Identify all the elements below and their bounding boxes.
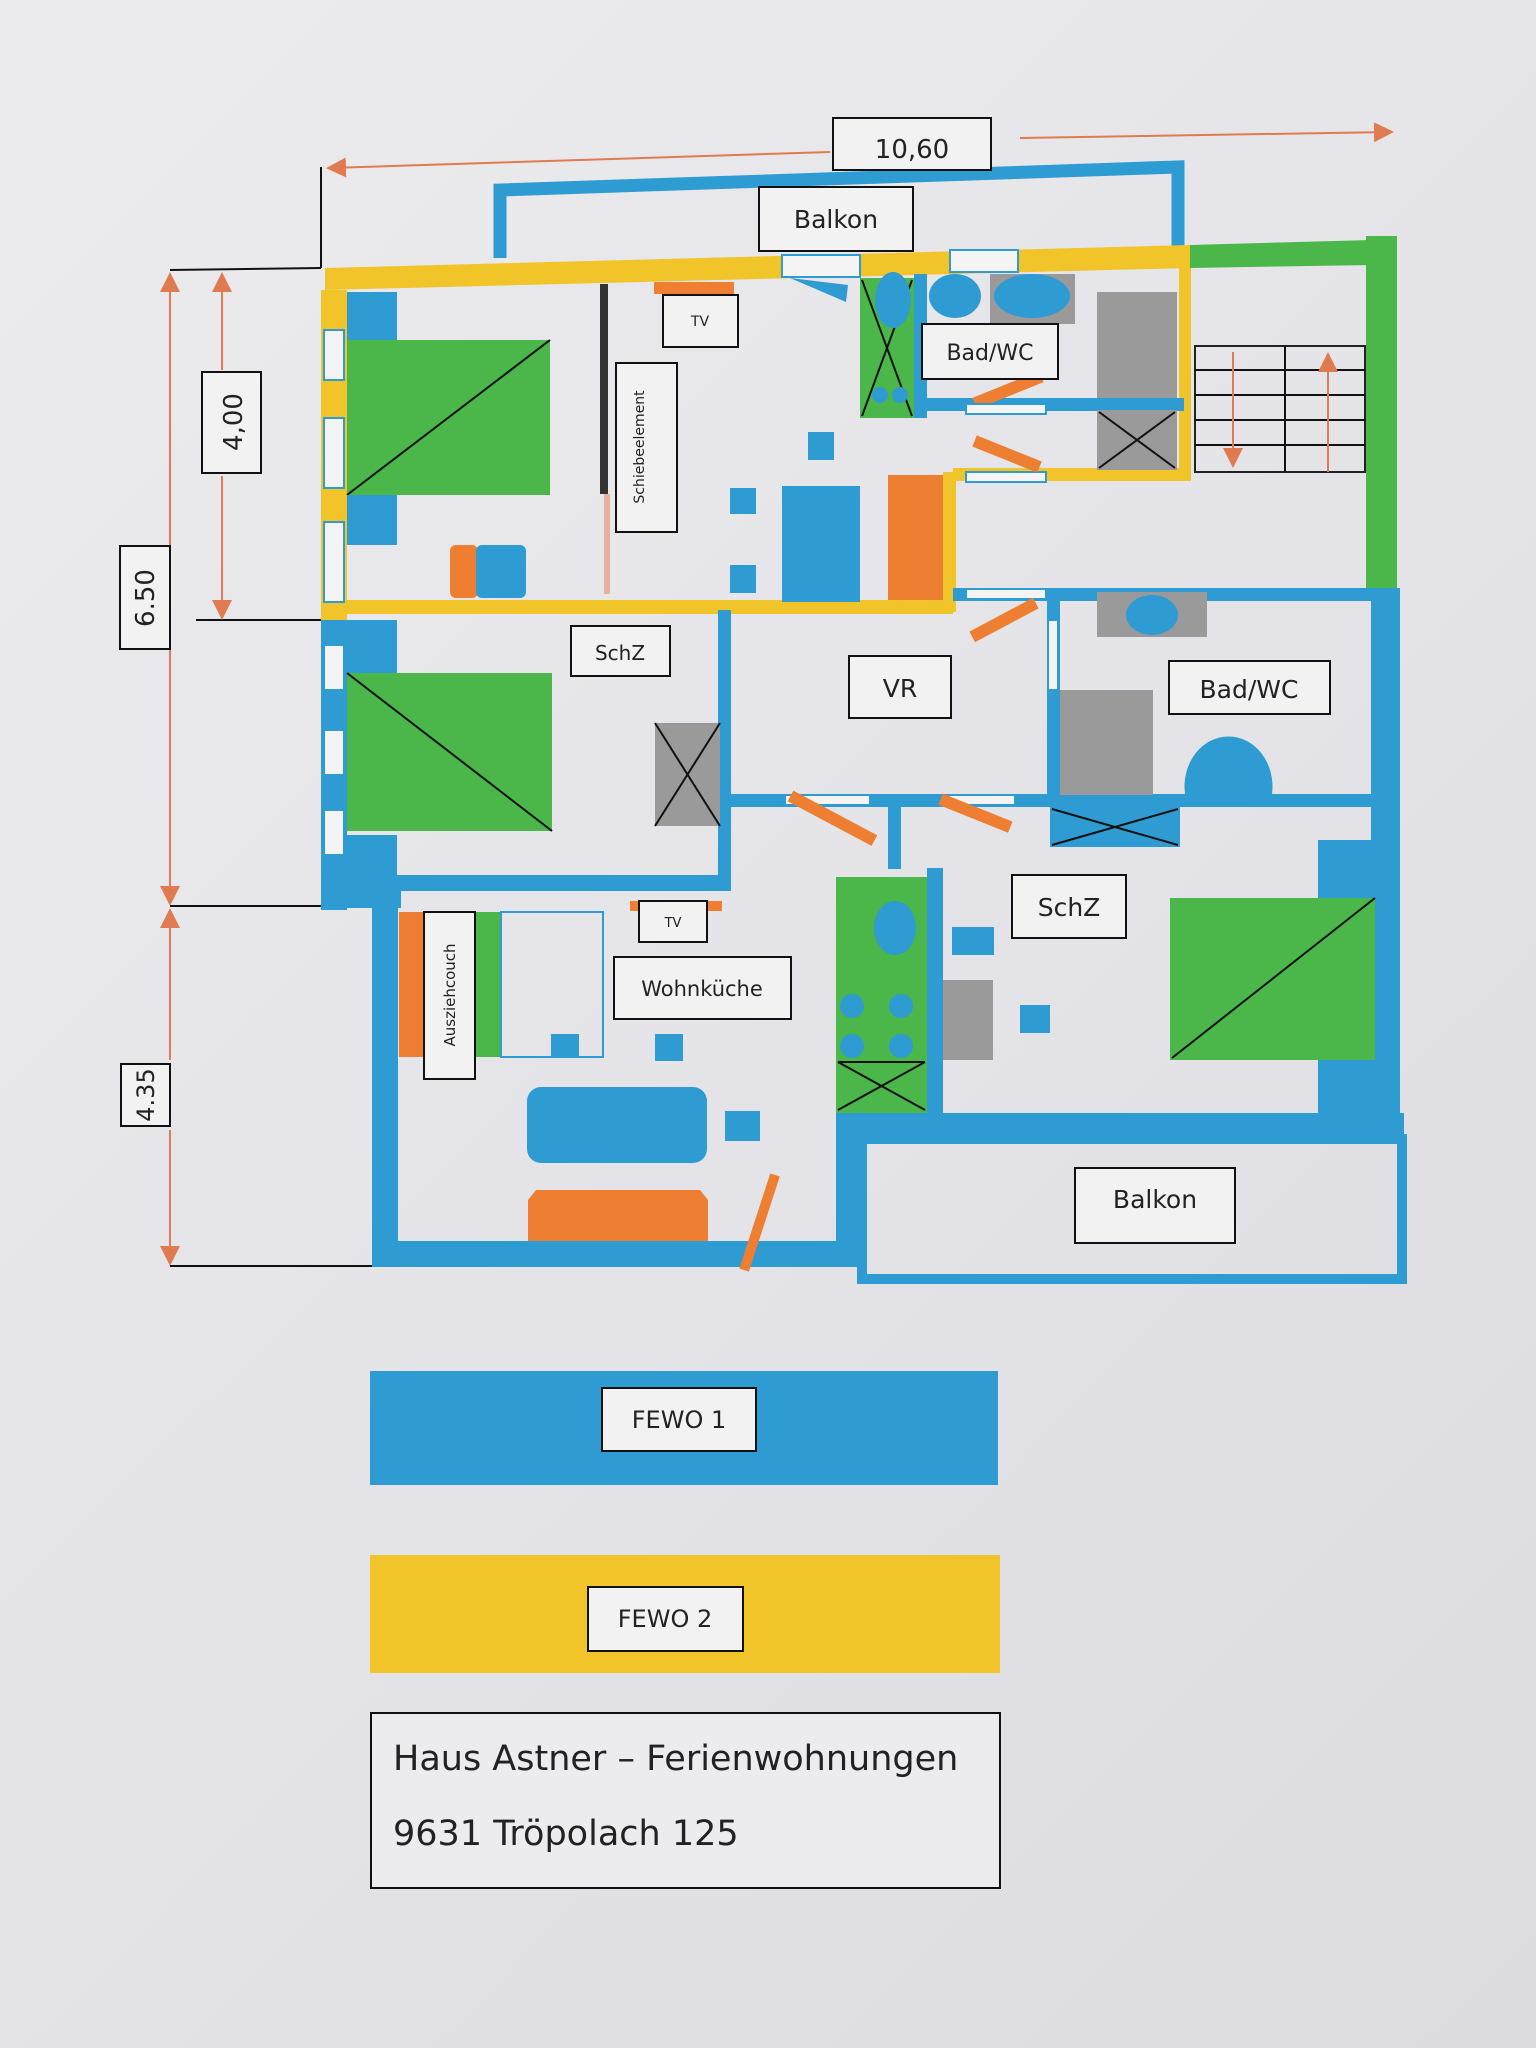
svg-text:FEWO 1: FEWO 1 [632, 1406, 727, 1434]
balcony-top-railing [493, 160, 1185, 258]
svg-text:TV: TV [690, 314, 710, 330]
room-label-tv-top: TV [662, 294, 739, 348]
legend-fewo-2: FEWO 2 [370, 1555, 1000, 1673]
room-label-balkon-bottom: Balkon [1074, 1167, 1236, 1244]
dimension-label-lower-height: 4.35 [120, 1063, 171, 1127]
lower-furniture [346, 592, 1376, 1272]
svg-text:FEWO 2: FEWO 2 [618, 1605, 713, 1633]
svg-text:4.35: 4.35 [132, 1068, 160, 1121]
staircase [1190, 236, 1397, 588]
svg-text:Wohnküche: Wohnküche [641, 977, 763, 1001]
legend-fewo-1: FEWO 1 [370, 1371, 998, 1485]
address-line-2: 9631 Tröpolach 125 [393, 1814, 739, 1854]
upper-furniture [346, 272, 1184, 602]
room-label-balkon-top: Balkon [758, 186, 914, 252]
svg-text:4,00: 4,00 [219, 393, 249, 451]
room-label-sofa-bed: Ausziehcouch [423, 911, 476, 1080]
svg-text:SchZ: SchZ [595, 641, 645, 665]
dimension-label-upper-height: 4,00 [201, 371, 262, 474]
svg-text:SchZ: SchZ [1038, 893, 1101, 922]
dimension-lines [160, 122, 1394, 1267]
room-label-bath-right: Bad/WC [1168, 660, 1331, 715]
svg-text:Ausziehcouch: Ausziehcouch [441, 943, 459, 1046]
svg-text:6.50: 6.50 [131, 569, 161, 627]
svg-text:Bad/WC: Bad/WC [1200, 675, 1299, 704]
svg-text:Bad/WC: Bad/WC [946, 341, 1033, 366]
svg-text:Balkon: Balkon [1113, 1185, 1197, 1214]
room-label-bath-top: Bad/WC [921, 323, 1059, 380]
svg-text:VR: VR [883, 674, 917, 703]
address-box: Haus Astner – Ferienwohnungen 9631 Tröpo… [370, 1712, 1001, 1889]
svg-text:10,60: 10,60 [875, 135, 949, 165]
room-label-tv-lower: TV [638, 900, 708, 943]
dimension-label-total-height: 6.50 [119, 545, 171, 650]
address-line-1: Haus Astner – Ferienwohnungen [393, 1739, 958, 1779]
room-label-bedroom-right: SchZ [1011, 874, 1127, 939]
room-label-bedroom-left: SchZ [570, 625, 671, 677]
svg-text:Schiebeelement: Schiebeelement [632, 390, 648, 504]
room-label-hall: VR [848, 655, 952, 719]
svg-text:TV: TV [664, 916, 682, 931]
room-label-schiebeelement: Schiebeelement [615, 362, 678, 533]
room-label-kitchen-living: Wohnküche [613, 956, 792, 1020]
svg-text:Balkon: Balkon [794, 205, 878, 234]
fewo2-walls [321, 245, 1191, 620]
dimension-label-width: 10,60 [832, 117, 992, 171]
